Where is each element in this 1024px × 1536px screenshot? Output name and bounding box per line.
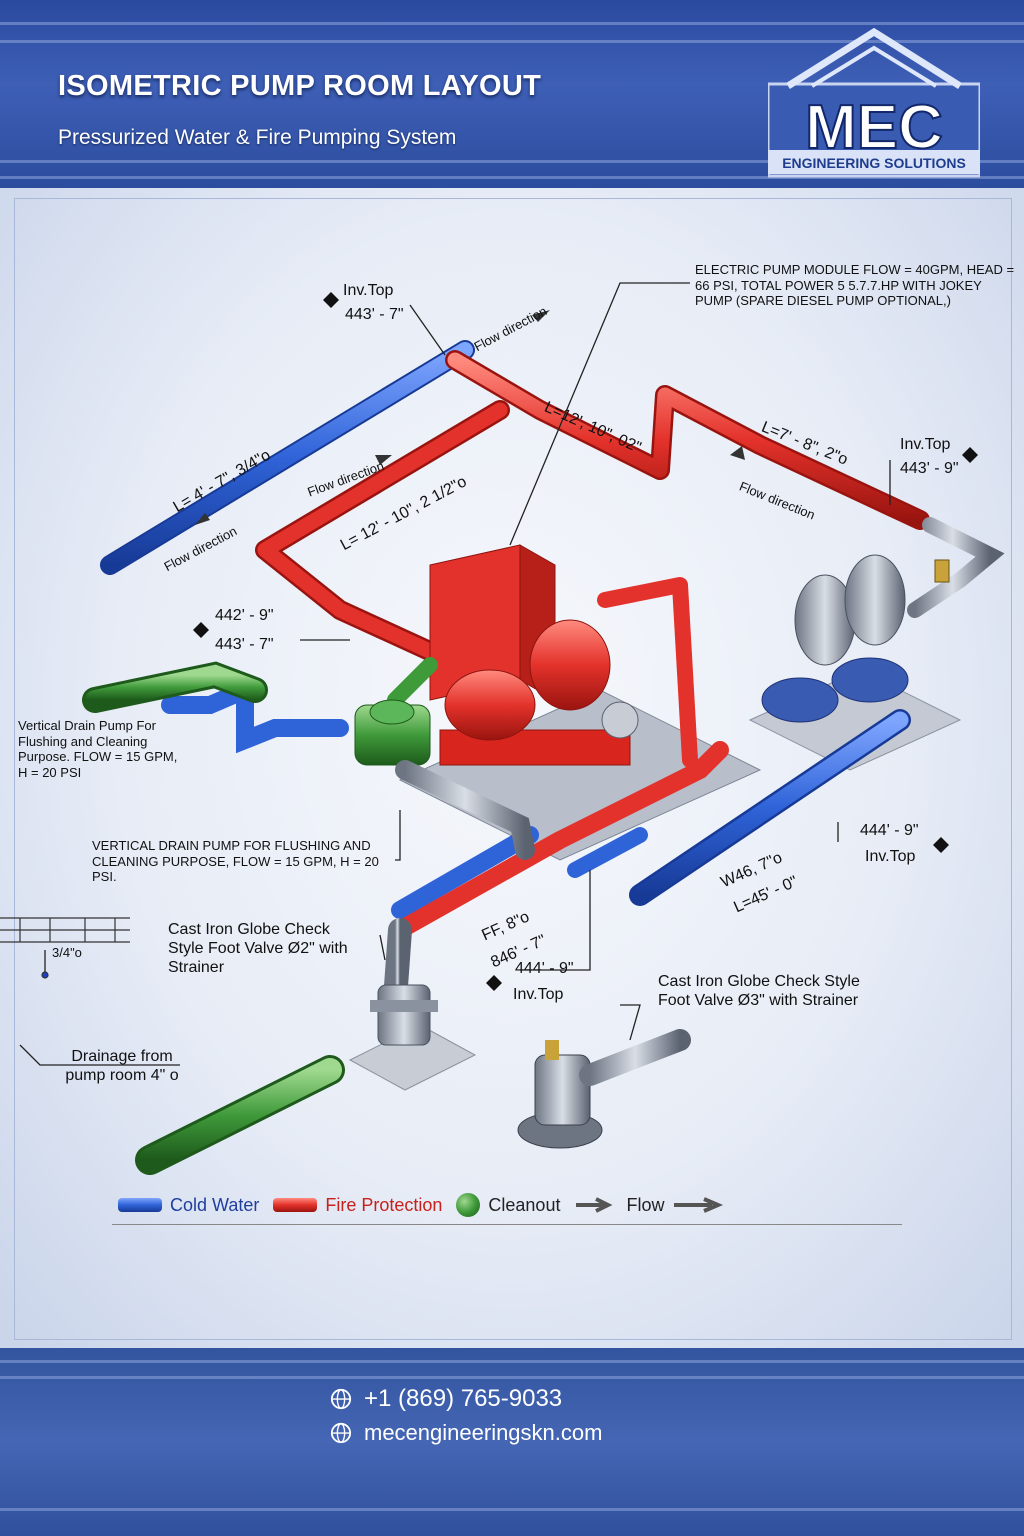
fire-pump-valve <box>601 701 639 739</box>
electric-pump-note: ELECTRIC PUMP MODULE FLOW = 40GPM, HEAD … <box>695 262 1015 309</box>
cold-water-swatch <box>118 1198 162 1212</box>
fire-pump-motor <box>444 669 536 741</box>
inv-top-label-1: Inv.Top <box>343 282 394 299</box>
globe-icon-2 <box>330 1422 352 1444</box>
fire-pipe-discharge <box>391 741 729 939</box>
flow-arrow-icon-2 <box>674 1197 724 1213</box>
page-subtitle: Pressurized Water & Fire Pumping System <box>58 126 457 149</box>
small-pipe-symbol <box>0 917 130 979</box>
cold-water-piping <box>100 340 911 919</box>
legend-label-cold-water: Cold Water <box>170 1194 260 1215</box>
drain-pump-note-2: VERTICAL DRAIN PUMP FOR FLUSHING AND CLE… <box>92 838 379 885</box>
fire-pump-casing <box>529 619 611 711</box>
phone-number[interactable]: +1 (869) 765-9033 <box>364 1385 563 1412</box>
legend-item-flow: Flow <box>574 1195 726 1216</box>
foot-valve-3-inch <box>517 1029 691 1149</box>
steel-pipe-booster-link <box>907 517 1005 618</box>
steel-pipe-drain-pump-outlet <box>395 760 535 860</box>
flow-arrows <box>195 310 745 525</box>
cold-water-pipe-main <box>391 826 539 919</box>
inv-top-label-2: Inv.Top <box>900 436 951 453</box>
foot-valve-label-2: Cast Iron Globe Check Style Foot Valve Ø… <box>658 973 860 1010</box>
website-url[interactable]: mecengineeringskn.com <box>364 1420 603 1445</box>
elevation-label-3: 442' - 9" <box>215 607 274 624</box>
cold-water-pipe-loop <box>161 676 349 754</box>
legend-item-fire-protection: Fire Protection <box>273 1195 442 1216</box>
page-title: ISOMETRIC PUMP ROOM LAYOUT <box>58 70 542 102</box>
steel-fittings <box>383 517 1005 1012</box>
legend-label-flow: Flow <box>626 1194 665 1215</box>
header-banner: ISOMETRIC PUMP ROOM LAYOUT Pressurized W… <box>0 0 1024 188</box>
legend-divider <box>112 1224 902 1225</box>
booster-motor-1 <box>761 677 839 723</box>
foot-valve-2-inch <box>370 984 438 1046</box>
elevation-label-6: 444' - 9" <box>515 960 574 977</box>
pressure-tank-2 <box>844 554 906 646</box>
footer-banner <box>0 1348 1024 1536</box>
inv-top-label-3: Inv.Top <box>865 848 916 865</box>
legend-label-cleanout: Cleanout <box>488 1194 561 1215</box>
fire-protection-piping <box>255 350 930 939</box>
legend-label-fire-protection: Fire Protection <box>325 1194 443 1215</box>
elevation-label-2: 443' - 9" <box>900 460 959 477</box>
drainage-note: Drainage from pump room 4" o <box>65 1048 179 1085</box>
small-pipe-size-label: 3/4"o <box>52 945 82 960</box>
svg-text:ENGINEERING SOLUTIONS: ENGINEERING SOLUTIONS <box>782 155 966 171</box>
cleanout-icon <box>456 1193 481 1217</box>
mec-logo: MEC ENGINEERING SOLUTIONS <box>768 28 980 178</box>
elevation-label-1: 443' - 7" <box>345 306 404 323</box>
elevation-label-5: 444' - 9" <box>860 822 919 839</box>
contact-website[interactable]: mecengineeringskn.com <box>330 1420 602 1446</box>
fire-pipe-top-run <box>445 350 930 530</box>
fire-pipe-riser <box>597 577 698 768</box>
jockey-booster-pumps <box>761 554 950 723</box>
drain-piping <box>82 657 438 1175</box>
contact-phone[interactable]: +1 (869) 765-9033 <box>330 1385 562 1413</box>
legend: Cold Water Fire Protection Cleanout Flow <box>118 1190 726 1220</box>
drain-pump-note-1: Vertical Drain Pump For Flushing and Cle… <box>18 718 178 780</box>
legend-item-cleanout: Cleanout <box>456 1193 560 1217</box>
electric-fire-pump-module <box>429 544 639 766</box>
flow-arrow-icon <box>576 1197 613 1213</box>
green-tail <box>387 657 438 708</box>
elevation-markers <box>193 292 978 991</box>
leader-lines <box>19 282 891 1066</box>
vertical-drain-pump <box>354 699 431 766</box>
inv-top-label-4: Inv.Top <box>513 986 564 1003</box>
globe-icon <box>330 1388 352 1410</box>
legend-item-cold-water: Cold Water <box>118 1195 259 1216</box>
foot-valve-label-1: Cast Iron Globe Check Style Foot Valve Ø… <box>168 921 348 977</box>
elevation-label-4: 443' - 7" <box>215 636 274 653</box>
fire-protection-swatch <box>273 1198 318 1212</box>
booster-motor-2 <box>831 657 909 703</box>
